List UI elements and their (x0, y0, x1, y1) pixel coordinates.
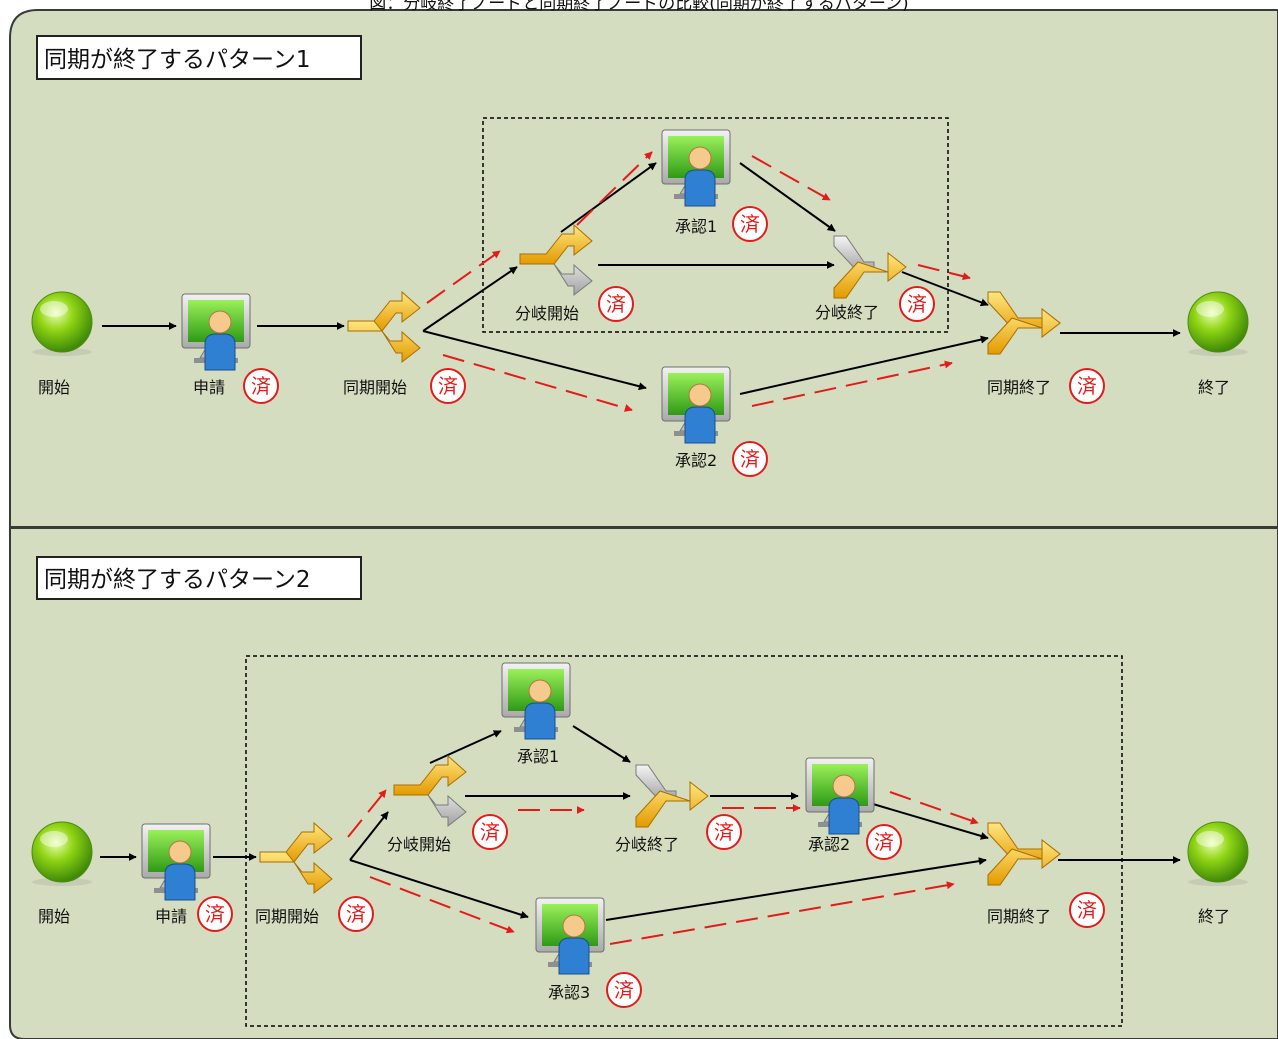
pattern1-branch-start-done-mark: 済 (598, 286, 634, 322)
svg-text:済: 済 (480, 820, 500, 844)
pattern1-title-box (36, 35, 362, 80)
svg-text:済: 済 (1077, 374, 1097, 398)
pattern1-start-label: 開始 (38, 378, 70, 397)
pattern2-sync-end-done-mark: 済 (1069, 892, 1105, 928)
pattern2-approval1-label: 承認1 (517, 747, 559, 766)
pattern1-panel-background (9, 9, 1278, 528)
pattern1-flow-arrows (102, 162, 1181, 395)
svg-text:済: 済 (907, 292, 927, 316)
pattern1-sync-end-done-mark: 済 (1069, 368, 1105, 404)
pattern2-sync-start-label: 同期開始 (255, 907, 319, 926)
pattern2-request-done-mark: 済 (197, 896, 233, 932)
pattern2-title-box (36, 556, 362, 600)
pattern2-approval3-label: 承認3 (548, 983, 590, 1002)
pattern2-end-label: 終了 (1198, 907, 1230, 926)
pattern1-title: 同期が終了するパターン1 (44, 47, 310, 73)
pattern2-request-label: 申請 (155, 907, 187, 926)
svg-text:済: 済 (346, 902, 366, 926)
pattern1-branch-end-label: 分岐終了 (815, 303, 879, 322)
pattern1-panel: 同期が終了するパターン1 (9, 9, 1278, 528)
pattern2-path-arrows (347, 789, 979, 945)
svg-text:済: 済 (606, 292, 626, 316)
pattern1-sync-start-label: 同期開始 (343, 378, 407, 397)
pattern1-approval1-label: 承認1 (675, 217, 717, 236)
svg-text:済: 済 (740, 212, 760, 236)
svg-text:済: 済 (205, 902, 225, 926)
figure-caption: 図：分岐終了ノードと同期終了ノードの比較(同期が終了するパターン) (369, 0, 909, 14)
pattern1-sync-end-label: 同期終了 (987, 378, 1051, 397)
pattern1-approval1-done-mark: 済 (732, 206, 768, 242)
pattern2-sync-group (245, 655, 1123, 1027)
svg-text:済: 済 (251, 374, 271, 398)
pattern1-branch-start-label: 分岐開始 (515, 304, 579, 323)
pattern2-approval2-label: 承認2 (808, 835, 850, 854)
pattern1-end-label: 終了 (1198, 378, 1230, 397)
pattern1-approval2-done-mark: 済 (732, 441, 768, 477)
pattern1-path-arrows (426, 151, 971, 412)
svg-text:済: 済 (614, 978, 634, 1002)
pattern2-sync-end-label: 同期終了 (987, 907, 1051, 926)
pattern2-branch-end-done-mark: 済 (706, 814, 742, 850)
pattern1-approval2-label: 承認2 (675, 451, 717, 470)
pattern2-branch-start-label: 分岐開始 (387, 835, 451, 854)
pattern2-approval2-done-mark: 済 (866, 824, 902, 860)
pattern1-request-done-mark: 済 (243, 368, 279, 404)
pattern2-start-label: 開始 (38, 907, 70, 926)
svg-text:済: 済 (714, 820, 734, 844)
pattern2-sync-start-done-mark: 済 (338, 896, 374, 932)
svg-text:済: 済 (740, 447, 760, 471)
pattern2-branch-end-label: 分岐終了 (615, 835, 679, 854)
svg-text:済: 済 (1077, 898, 1097, 922)
pattern2-branch-start-done-mark: 済 (472, 814, 508, 850)
pattern2-title: 同期が終了するパターン2 (44, 567, 310, 593)
pattern1-request-label: 申請 (193, 378, 225, 397)
pattern2-flow-arrows (100, 725, 1181, 921)
pattern1-branch-end-done-mark: 済 (899, 286, 935, 322)
pattern1-sync-start-done-mark: 済 (430, 368, 466, 404)
pattern1-branch-group (482, 117, 949, 333)
svg-text:済: 済 (874, 830, 894, 854)
pattern2-approval3-done-mark: 済 (606, 972, 642, 1008)
svg-text:済: 済 (438, 374, 458, 398)
